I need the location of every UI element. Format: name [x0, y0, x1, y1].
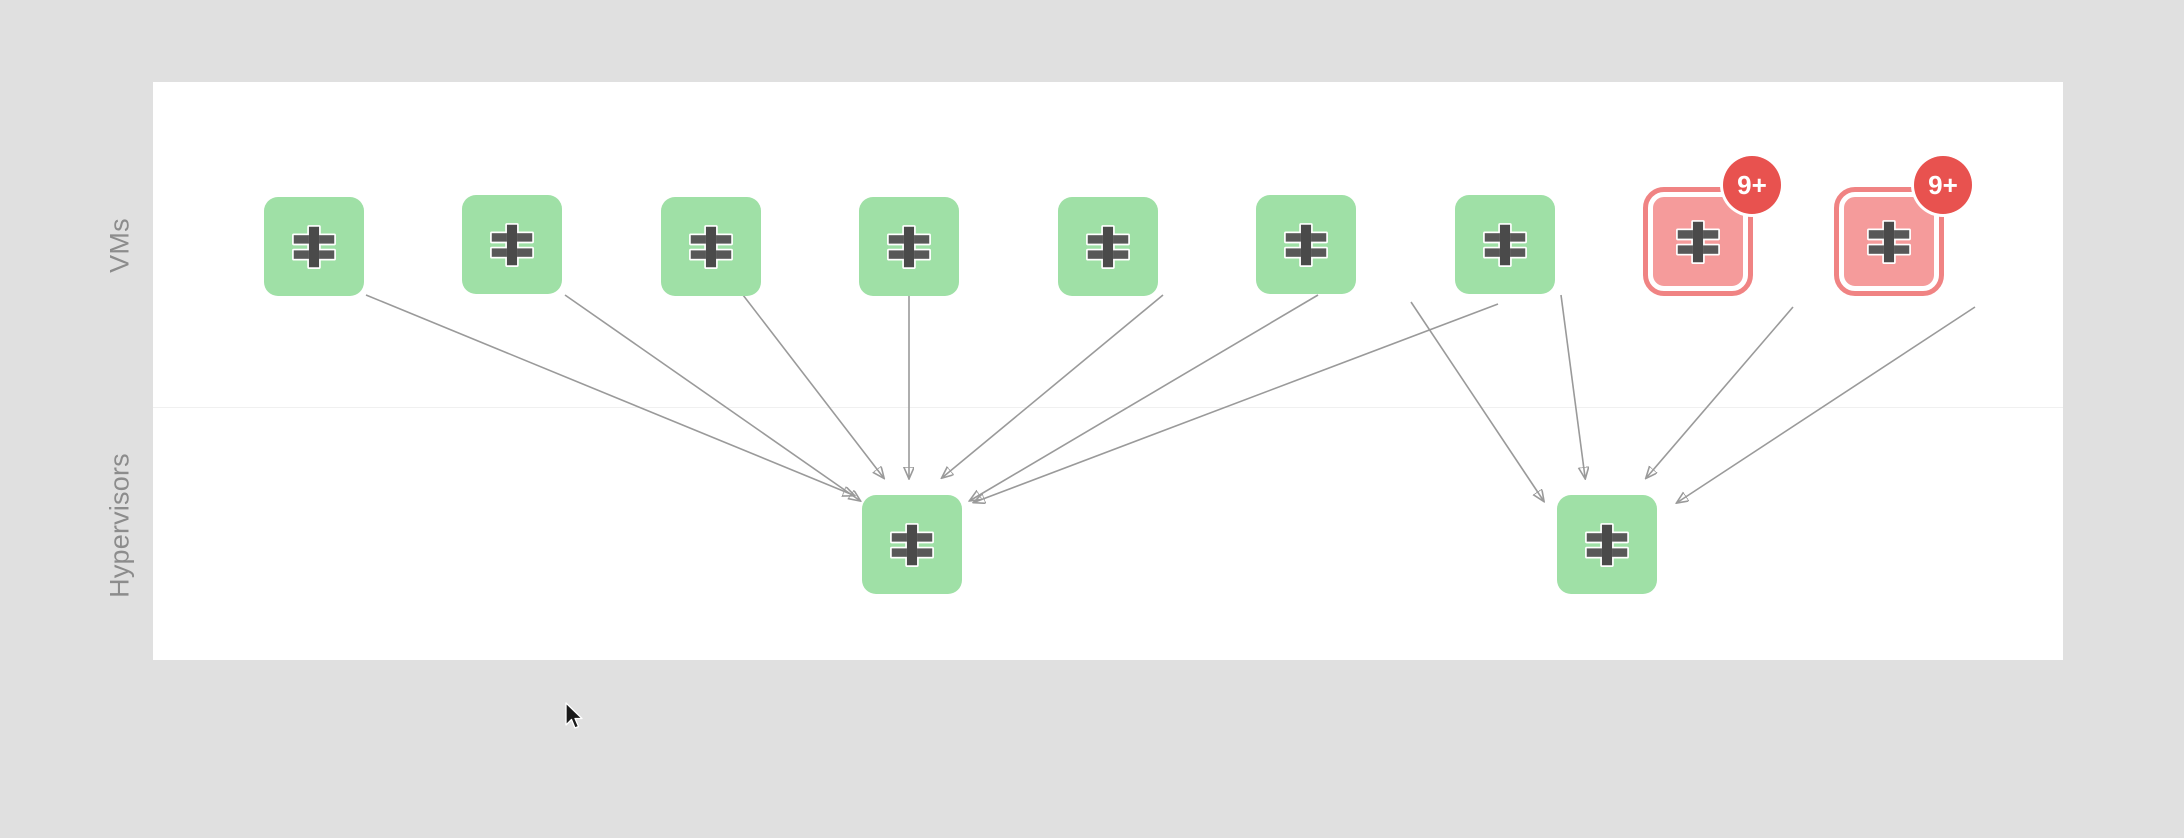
vm-node-vm2[interactable]: [1643, 187, 1753, 296]
server-icon: [1284, 222, 1328, 267]
hypervisor-node-esx1[interactable]: [1557, 495, 1657, 594]
server-icon: [1867, 219, 1911, 264]
vm-node-vm6[interactable]: [661, 197, 761, 296]
server-icon: [1585, 522, 1629, 567]
server-icon: [490, 222, 534, 267]
server-icon: [1483, 222, 1527, 267]
alert-badge-vm1[interactable]: 9+: [1914, 156, 1972, 214]
server-icon: [890, 522, 934, 567]
server-icon: [1086, 224, 1130, 269]
vm-node-vm8[interactable]: [1256, 195, 1356, 294]
vm-node-vm5[interactable]: [462, 195, 562, 294]
mouse-cursor: [565, 702, 583, 729]
vm-node-vm3[interactable]: [1455, 195, 1555, 294]
vm-node-vm1[interactable]: [1834, 187, 1944, 296]
lane-divider: [153, 407, 2063, 408]
lane-label-vms: VMs: [104, 218, 135, 273]
server-icon: [887, 224, 931, 269]
lane-label-hypervisors: Hypervisors: [104, 453, 135, 598]
vm-node-vm7[interactable]: [859, 197, 959, 296]
server-icon: [292, 224, 336, 269]
server-icon: [1676, 219, 1720, 264]
server-icon: [689, 224, 733, 269]
alert-badge-vm2[interactable]: 9+: [1723, 156, 1781, 214]
topology-canvas[interactable]: VM 4 VM 5 VM 6 VM 7 VM 9 VM 8 VM 3 VM 2 …: [153, 82, 2063, 660]
hypervisor-node-esx2[interactable]: [862, 495, 962, 594]
vm-node-vm4[interactable]: [264, 197, 364, 296]
vm-node-vm9[interactable]: [1058, 197, 1158, 296]
